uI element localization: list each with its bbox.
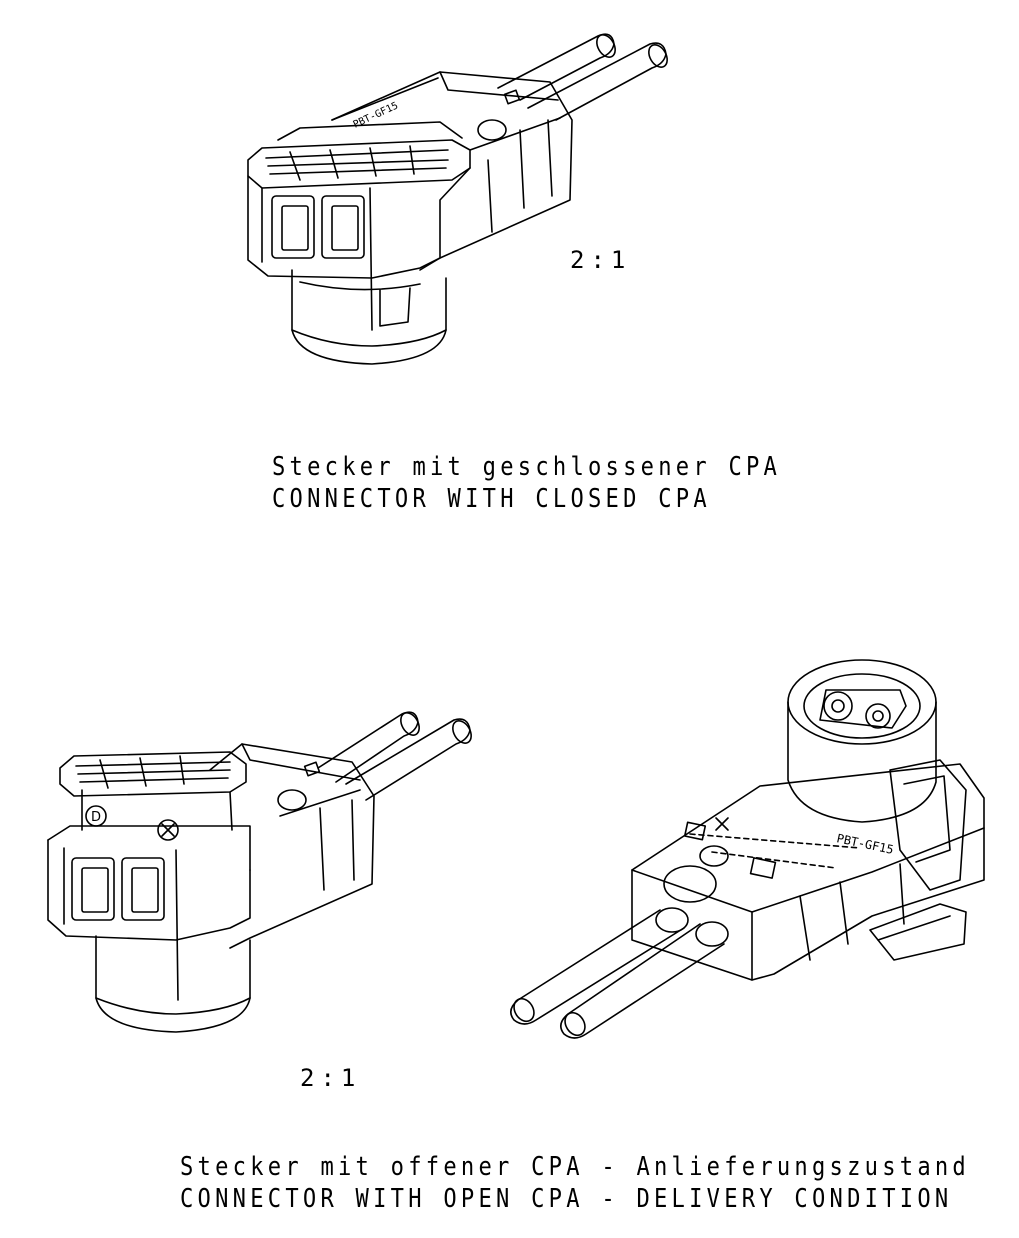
x-marker-icon — [716, 818, 728, 830]
d-marker-icon — [685, 822, 706, 839]
scale-label: 2:1 — [300, 1064, 362, 1092]
marking-boss-icon — [278, 790, 306, 810]
caption-english: CONNECTOR WITH CLOSED CPA — [272, 484, 711, 514]
svg-text:D: D — [91, 810, 101, 825]
cable-icon — [318, 710, 475, 800]
scale-label: 2:1 — [570, 246, 632, 274]
caption-german: Stecker mit offener CPA - Anlieferungszu… — [180, 1152, 970, 1182]
connector-open-cpa-drawing: D — [48, 710, 475, 1032]
d-marker-icon: D — [86, 806, 106, 826]
caption-german: Stecker mit geschlossener CPA — [272, 452, 782, 482]
cable-icon — [510, 910, 724, 1039]
cable-icon — [498, 32, 671, 120]
caption-english: CONNECTOR WITH OPEN CPA - DELIVERY CONDI… — [180, 1184, 953, 1214]
part-marking: PBT-GF15 — [835, 831, 894, 857]
connector-closed-cpa-drawing: PBT-GF15 — [248, 32, 671, 364]
connector-rear-view-drawing: PBT-GF15 — [510, 660, 984, 1039]
marking-boss-icon — [478, 120, 506, 140]
x-marker-icon — [158, 820, 178, 840]
